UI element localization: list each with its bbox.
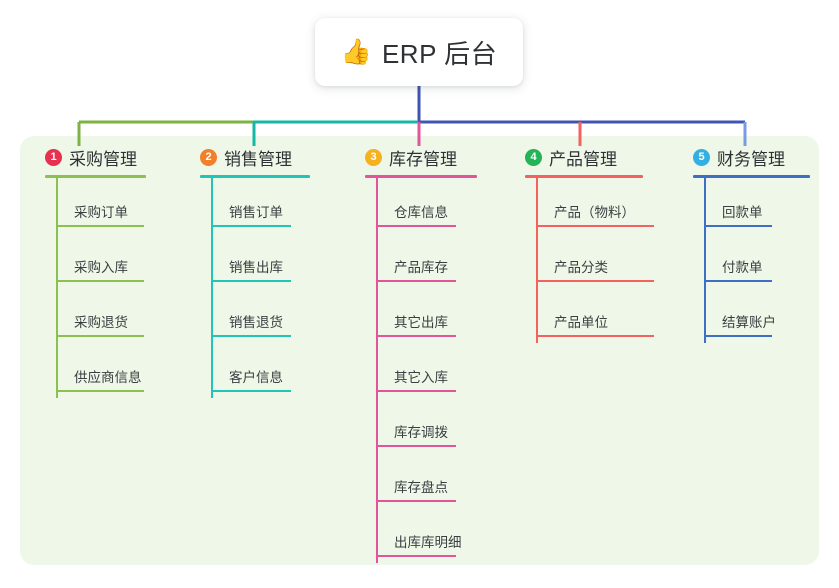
- badge-number-5: 5: [693, 148, 710, 166]
- column-underline-4: [525, 175, 643, 178]
- column-5: 5 财务管理回款单付款单结算账户: [693, 144, 810, 343]
- column-spine-1: [56, 178, 58, 398]
- column-spine-2: [211, 178, 213, 398]
- list-item-label: 客户信息: [229, 370, 283, 385]
- thumbs-up-icon: 👍: [340, 37, 372, 66]
- column-3: 3 库存管理仓库信息产品库存其它出库其它入库库存调拨库存盘点出库库明细: [365, 144, 477, 563]
- list-item-label: 销售退货: [229, 315, 283, 330]
- column-spine-4: [536, 178, 538, 343]
- list-item-underline: [536, 335, 654, 337]
- list-item-underline: [56, 225, 144, 227]
- badge-number-1: 1: [45, 148, 62, 166]
- badge-number-2: 2: [200, 148, 217, 166]
- list-item-label: 采购订单: [74, 205, 128, 220]
- column-header-2[interactable]: 2 销售管理: [200, 144, 292, 170]
- column-header-3[interactable]: 3 库存管理: [365, 144, 457, 170]
- column-title-1: 采购管理: [69, 149, 137, 169]
- list-item-underline: [211, 280, 291, 282]
- list-item-underline: [536, 225, 654, 227]
- column-header-5[interactable]: 5 财务管理: [693, 144, 785, 170]
- list-item-underline: [376, 390, 456, 392]
- column-underline-1: [45, 175, 146, 178]
- list-item-label: 付款单: [722, 260, 763, 275]
- column-4: 4 产品管理产品（物料） 产品分类产品单位: [525, 144, 654, 343]
- column-spine-5: [704, 178, 706, 343]
- list-item-label: 结算账户: [722, 315, 776, 330]
- list-item-label: 仓库信息: [394, 205, 448, 220]
- list-item-underline: [376, 500, 456, 502]
- column-title-4: 产品管理: [549, 149, 617, 169]
- list-item-label: 库存盘点: [394, 480, 448, 495]
- list-item-label: 产品分类: [554, 260, 608, 275]
- list-item-underline: [704, 335, 772, 337]
- root-node-title: ERP 后台: [381, 38, 498, 69]
- list-item-label: 回款单: [722, 205, 763, 220]
- badge-number-3: 3: [365, 148, 382, 166]
- column-title-5: 财务管理: [717, 149, 785, 169]
- list-item-label: 采购退货: [74, 315, 128, 330]
- list-item-label: 产品单位: [554, 315, 608, 330]
- list-item-underline: [376, 280, 456, 282]
- list-item-label: 其它出库: [394, 315, 448, 330]
- column-title-2: 销售管理: [224, 149, 292, 169]
- column-title-3: 库存管理: [389, 149, 457, 169]
- column-underline-3: [365, 175, 477, 178]
- list-item-underline: [376, 555, 456, 557]
- list-item-underline: [376, 225, 456, 227]
- list-item-label: 产品库存: [394, 260, 448, 275]
- list-item-underline: [704, 225, 772, 227]
- list-item-label: 供应商信息: [74, 370, 142, 385]
- column-header-4[interactable]: 4 产品管理: [525, 144, 617, 170]
- list-item-underline: [211, 335, 291, 337]
- list-item-underline: [56, 390, 144, 392]
- list-item-underline: [376, 335, 456, 337]
- list-item-label: 产品（物料）: [554, 205, 635, 220]
- list-item-underline: [56, 280, 144, 282]
- column-2: 2 销售管理销售订单销售出库销售退货客户信息: [200, 144, 310, 398]
- list-item-underline: [704, 280, 772, 282]
- list-item-underline: [536, 280, 654, 282]
- column-1: 1 采购管理采购订单采购入库采购退货供应商信息: [45, 144, 146, 398]
- diagram-background-panel: [20, 136, 819, 565]
- list-item-label: 库存调拨: [394, 425, 448, 440]
- badge-number-4: 4: [525, 148, 542, 166]
- list-item-label: 销售订单: [229, 205, 283, 220]
- list-item-underline: [211, 225, 291, 227]
- list-item-underline: [376, 445, 456, 447]
- column-header-1[interactable]: 1 采购管理: [45, 144, 137, 170]
- column-spine-3: [376, 178, 378, 563]
- list-item-underline: [56, 335, 144, 337]
- column-underline-5: [693, 175, 810, 178]
- list-item-label: 采购入库: [74, 260, 128, 275]
- root-node[interactable]: 👍 ERP 后台: [315, 18, 523, 86]
- list-item-label: 出库库明细: [394, 535, 462, 550]
- list-item-underline: [211, 390, 291, 392]
- list-item-label: 销售出库: [229, 260, 283, 275]
- list-item-label: 其它入库: [394, 370, 448, 385]
- column-underline-2: [200, 175, 310, 178]
